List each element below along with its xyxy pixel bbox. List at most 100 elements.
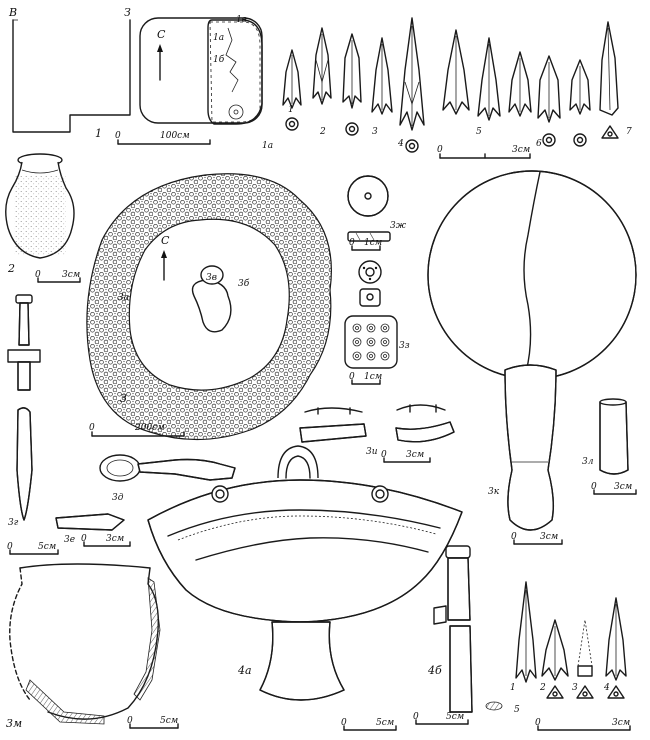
label-4b: 4б xyxy=(427,664,442,677)
label-3z: 3з xyxy=(399,341,410,351)
scale-barrows-zero: 0 xyxy=(535,718,541,728)
scale-cauldron-zero: 0 xyxy=(341,718,347,728)
scale-whet-zero: 0 xyxy=(81,534,87,544)
scale-kurgan-unit: 200см xyxy=(134,423,165,433)
scale-bar-pot xyxy=(129,723,179,729)
label-3k: 3к xyxy=(488,487,500,497)
spindle-whorl-profile xyxy=(347,231,391,242)
grave-plan xyxy=(139,17,263,125)
label-fig-3: 3 xyxy=(120,392,127,405)
scale-vessel-zero: 0 xyxy=(35,270,41,280)
scale-vessel-unit: 3см xyxy=(62,270,80,280)
label-3g: 3г xyxy=(8,518,19,528)
burial-pit-3b xyxy=(191,265,232,333)
label-barrow-5: 5 xyxy=(514,705,520,715)
label-barrow-1: 1 xyxy=(510,683,516,693)
arrowhead-bottom-2 xyxy=(541,619,569,699)
scale-bar-plates xyxy=(383,457,431,463)
scale-cauldron-unit: 5см xyxy=(376,718,394,728)
label-barrow-2: 2 xyxy=(539,683,546,693)
label-3v-pit: 3в xyxy=(206,273,217,283)
scale-bar-bottom-arrows xyxy=(537,725,631,731)
scale-tube-zero: 0 xyxy=(591,482,597,492)
scale-pot-zero: 0 xyxy=(127,716,133,726)
arrowhead-1a xyxy=(282,49,302,131)
scale-bar-arrows xyxy=(439,153,531,159)
grave-section-profile xyxy=(12,19,131,133)
scale-plaque-zero: 0 xyxy=(349,372,355,382)
arrowhead-2 xyxy=(312,27,332,105)
scale-bar-grave xyxy=(117,139,211,145)
label-3a-ring: 3а xyxy=(118,293,129,303)
label-3e: 3е xyxy=(64,535,75,545)
ladle-spoon-3d xyxy=(99,454,236,482)
label-1v-object-spot: 1в xyxy=(236,15,247,25)
arrowhead-3 xyxy=(342,33,362,136)
arrowhead-bottom-3 xyxy=(576,619,594,699)
label-arrow-4: 4 xyxy=(397,139,404,149)
scale-bar-plaque xyxy=(351,379,381,385)
scale-bar-bead xyxy=(351,245,381,251)
scale-bead-zero: 0 xyxy=(349,238,355,248)
scale-plates-unit: 3см xyxy=(406,450,424,460)
iron-dagger-3g xyxy=(7,294,41,521)
scale-dagger-zero: 0 xyxy=(7,542,13,552)
label-arrow-1a: 1а xyxy=(262,141,273,151)
label-fig-2: 2 xyxy=(7,262,15,275)
scale-handle-unit: 5см xyxy=(446,712,464,722)
bead-square xyxy=(359,288,381,307)
arrowhead-4 xyxy=(371,37,393,115)
scale-bar-tube xyxy=(593,489,637,495)
label-V-section: В xyxy=(8,6,17,19)
scale-handle-zero: 0 xyxy=(413,712,419,722)
scale-pot-unit: 5см xyxy=(160,716,178,726)
scale-whet-unit: 3см xyxy=(106,534,124,544)
scale-barrows-unit: 3см xyxy=(612,718,630,728)
scale-bar-vessel xyxy=(37,277,81,283)
scale-bar-kurgan xyxy=(91,431,185,437)
arrowhead-8 xyxy=(508,51,532,117)
whetstone-3e xyxy=(55,513,125,531)
arrowhead-6 xyxy=(442,29,470,115)
label-3zh: 3ж xyxy=(390,221,407,231)
north-arrow-kurgan xyxy=(161,250,167,281)
clay-pot-3m xyxy=(9,563,161,725)
label-1a-arrow-spot: 1а xyxy=(213,33,224,43)
arrowhead-5 xyxy=(399,17,425,153)
label-3d: 3д xyxy=(112,493,124,503)
scale-tube-unit: 3см xyxy=(614,482,632,492)
label-arrow-7: 7 xyxy=(626,127,632,137)
spindle-whorl-3zh xyxy=(347,175,389,217)
scale-mirror-zero: 0 xyxy=(511,532,517,542)
arrowhead-9 xyxy=(537,55,561,147)
scale-mirror-unit: 3см xyxy=(540,532,558,542)
label-3b-pit: 3б xyxy=(238,278,250,289)
label-barrow-3: 3 xyxy=(572,683,578,693)
scale-bar-cauldron xyxy=(343,725,397,731)
scale-bead-unit: 1см xyxy=(364,238,382,248)
iron-plate-3i-right xyxy=(395,404,455,443)
scale-plaque-unit: 1см xyxy=(364,372,382,382)
scale-dagger-unit: 5см xyxy=(38,542,56,552)
arrowhead-bottom-4 xyxy=(605,597,627,699)
arrowhead-10 xyxy=(569,59,591,147)
scale-bar-handle xyxy=(415,719,469,725)
arrowhead-7 xyxy=(477,37,501,121)
label-arrow-5: 5 xyxy=(476,127,482,137)
bronze-mirror-3k xyxy=(427,170,637,531)
scale-bar-mirror xyxy=(513,539,563,545)
label-arrow-6: 6 xyxy=(536,139,542,149)
scale-plates-zero: 0 xyxy=(381,450,387,460)
label-arrow-3: 3 xyxy=(372,127,378,137)
iron-handle-4b xyxy=(433,545,503,713)
tube-case-3l xyxy=(599,398,629,475)
north-label-kurgan: С xyxy=(161,234,170,247)
arrowhead-bottom-1 xyxy=(515,581,537,683)
iron-plate-3i-left xyxy=(299,407,367,443)
scale-arrows-zero: 0 xyxy=(437,145,443,155)
scale-grave-zero: 0 xyxy=(115,131,121,141)
label-1b-bone-spot: 1б xyxy=(213,54,225,65)
vessel-2 xyxy=(5,153,75,259)
label-barrow-4: 4 xyxy=(603,683,610,693)
